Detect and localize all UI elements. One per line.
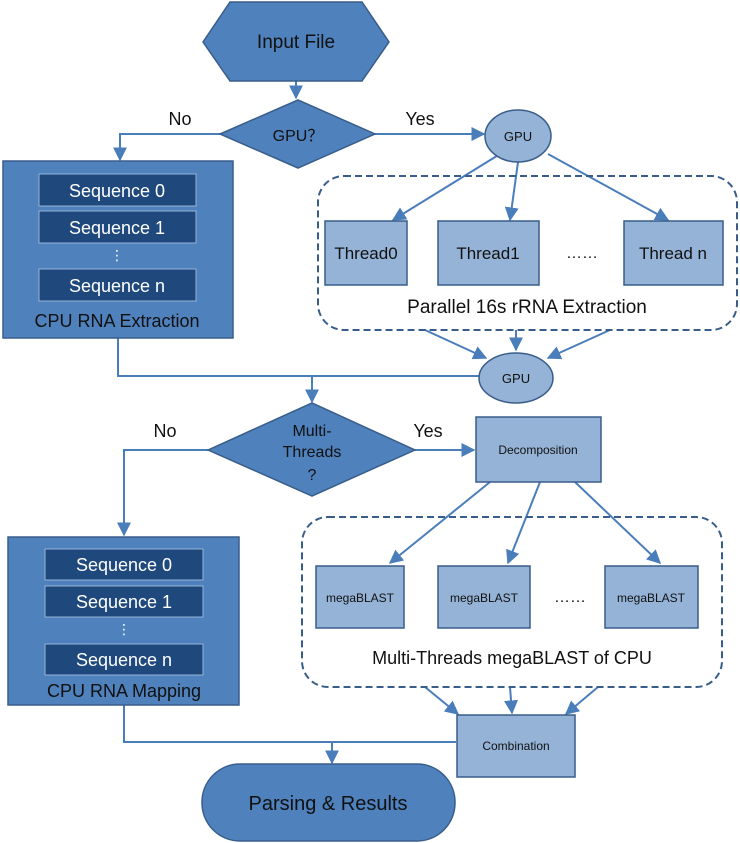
combination-label: Combination (482, 739, 549, 753)
mapping-dots: ⋮ (117, 621, 131, 637)
arrow-blast-to-combination-center (504, 686, 519, 715)
mapping-label: CPU RNA Mapping (47, 681, 201, 701)
parallel-extraction-label: Parallel 16s rRNA Extraction (407, 297, 647, 318)
multithread-decision-node: Multi- Threads ? (206, 402, 417, 497)
megablast0-label: megaBLAST (326, 591, 395, 605)
yes-label-2: Yes (413, 421, 442, 441)
input-file-node: Input File (202, 1, 390, 82)
gpu-top-node: GPU (484, 109, 552, 163)
gpu-mid-label: GPU (502, 371, 530, 386)
arrow-decomp-to-blast0 (388, 481, 491, 564)
arrow-blast-to-combination-right (564, 686, 599, 715)
decomposition-label: Decomposition (498, 443, 577, 457)
gpu-mid-node: GPU (478, 352, 554, 404)
extraction-seq1: Sequence 1 (69, 218, 165, 238)
thread1-label: Thread1 (456, 244, 519, 263)
thread0-label: Thread0 (334, 244, 397, 263)
cpu-extraction-node: Sequence 0 Sequence 1 ⋮ Sequence n CPU R… (2, 160, 234, 339)
arrow-decomp-to-blast1 (506, 481, 541, 565)
arrow-gpu-to-thread1 (504, 161, 519, 222)
extraction-seqn: Sequence n (69, 276, 165, 296)
extraction-label: CPU RNA Extraction (34, 311, 199, 331)
no-label-1: No (168, 109, 191, 129)
gpu-decision-label: GPU？ (273, 128, 324, 145)
extraction-dots: ⋮ (110, 247, 124, 263)
line-cpu-mapping-to-merge (123, 705, 456, 743)
arrow-gpu-to-thread0 (391, 153, 501, 221)
decomposition-node: Decomposition (475, 416, 602, 483)
line-cpu-extraction-to-merge (117, 338, 480, 377)
arrow-no-to-cpu-extraction (113, 133, 220, 162)
connectors (113, 81, 670, 765)
input-file-label: Input File (257, 32, 335, 53)
threadn-label: Thread n (639, 244, 707, 263)
multithread-line1: Multi- (292, 423, 331, 440)
arrow-blast-to-combination-left (424, 686, 460, 715)
arrow-parallel-to-gpu-right (546, 329, 611, 360)
megablast-group-label: Multi-Threads megaBLAST of CPU (372, 648, 652, 668)
megablast-group: megaBLAST megaBLAST …… megaBLAST Multi-T… (301, 516, 723, 688)
results-node: Parsing & Results (201, 763, 456, 842)
megablast-ellipsis: …… (554, 589, 586, 606)
mapping-seq1: Sequence 1 (76, 592, 172, 612)
extraction-seq0: Sequence 0 (69, 181, 165, 201)
megablast1-label: megaBLAST (450, 591, 519, 605)
arrow-parallel-to-gpu-left (424, 329, 488, 360)
arrow-no-to-cpu-mapping (117, 449, 208, 537)
yes-label-1: Yes (405, 109, 434, 129)
combination-node: Combination (456, 714, 576, 778)
cpu-mapping-node: Sequence 0 Sequence 1 ⋮ Sequence n CPU R… (7, 536, 240, 706)
thread-ellipsis: …… (566, 245, 598, 262)
megablastn-label: megaBLAST (617, 591, 686, 605)
arrow-decomp-to-blastn (574, 481, 662, 564)
results-label: Parsing & Results (249, 793, 408, 815)
multithread-line2: Threads (283, 444, 342, 461)
mapping-seq0: Sequence 0 (76, 555, 172, 575)
arrow-gpu-to-threadn (547, 153, 670, 221)
multithread-line3: ? (308, 467, 317, 484)
gpu-top-label: GPU (504, 129, 532, 144)
mapping-seqn: Sequence n (76, 650, 172, 670)
no-label-2: No (153, 421, 176, 441)
gpu-decision-node: GPU？ (218, 99, 377, 169)
parallel-extraction-group: Thread0 Thread1 …… Thread n Parallel 16s… (317, 175, 738, 331)
